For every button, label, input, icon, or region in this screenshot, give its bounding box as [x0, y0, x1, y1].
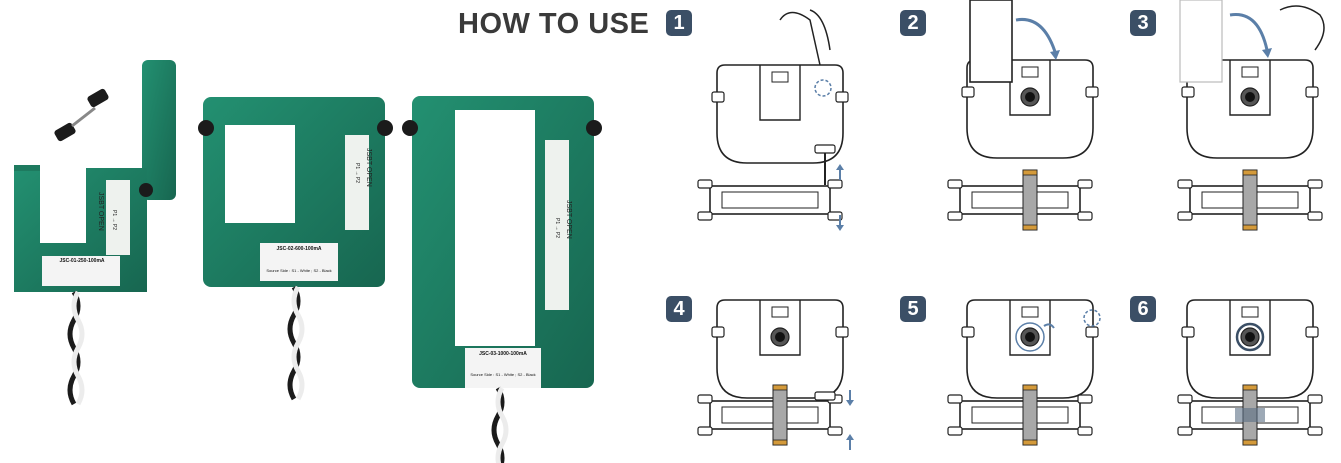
step-badge-1: 1 — [666, 10, 692, 36]
step-badge-6: 6 — [1130, 296, 1156, 322]
ct2-source-label: Source Side : S1 - White ; S2 - Black — [266, 268, 332, 273]
step-5-diagram — [947, 299, 1101, 446]
ct3-model-label: JSC-03-1000-100mA — [479, 351, 527, 357]
ct2-model-label: JSC-02-600-100mA — [276, 246, 322, 252]
ct1-leads-label: P1 → P2 — [111, 210, 117, 231]
ct2-brand-label: JSBT OPEN — [365, 148, 372, 187]
ct2-leads-label: P1 → P2 — [354, 163, 360, 184]
ct-large — [402, 96, 602, 463]
step-badge-5: 5 — [900, 296, 926, 322]
product-photos — [14, 60, 602, 463]
step-badge-2: 2 — [900, 10, 926, 36]
step-2-diagram — [947, 0, 1099, 231]
ct-small-open — [14, 60, 176, 406]
step-1-diagram — [697, 9, 849, 231]
step-3-diagram — [1177, 0, 1325, 231]
step-badge-3: 3 — [1130, 10, 1156, 36]
locking-pin — [54, 88, 109, 142]
ct3-source-label: Source Side : S1 - White ; S2 - Black — [470, 372, 536, 377]
ct3-leads-label: P1 → P2 — [554, 218, 560, 239]
ct1-brand-label: JSBT OPEN — [97, 192, 104, 231]
step-6-diagram — [1177, 299, 1323, 446]
step-4-diagram — [697, 299, 854, 450]
step-badge-4: 4 — [666, 296, 692, 322]
ct3-brand-label: JSBT OPEN — [565, 200, 572, 239]
ct-medium — [198, 97, 393, 401]
page-title: HOW TO USE — [458, 8, 650, 40]
ct1-model-label: JSC-01-250-100mA — [59, 258, 105, 264]
step-diagrams — [697, 0, 1325, 450]
